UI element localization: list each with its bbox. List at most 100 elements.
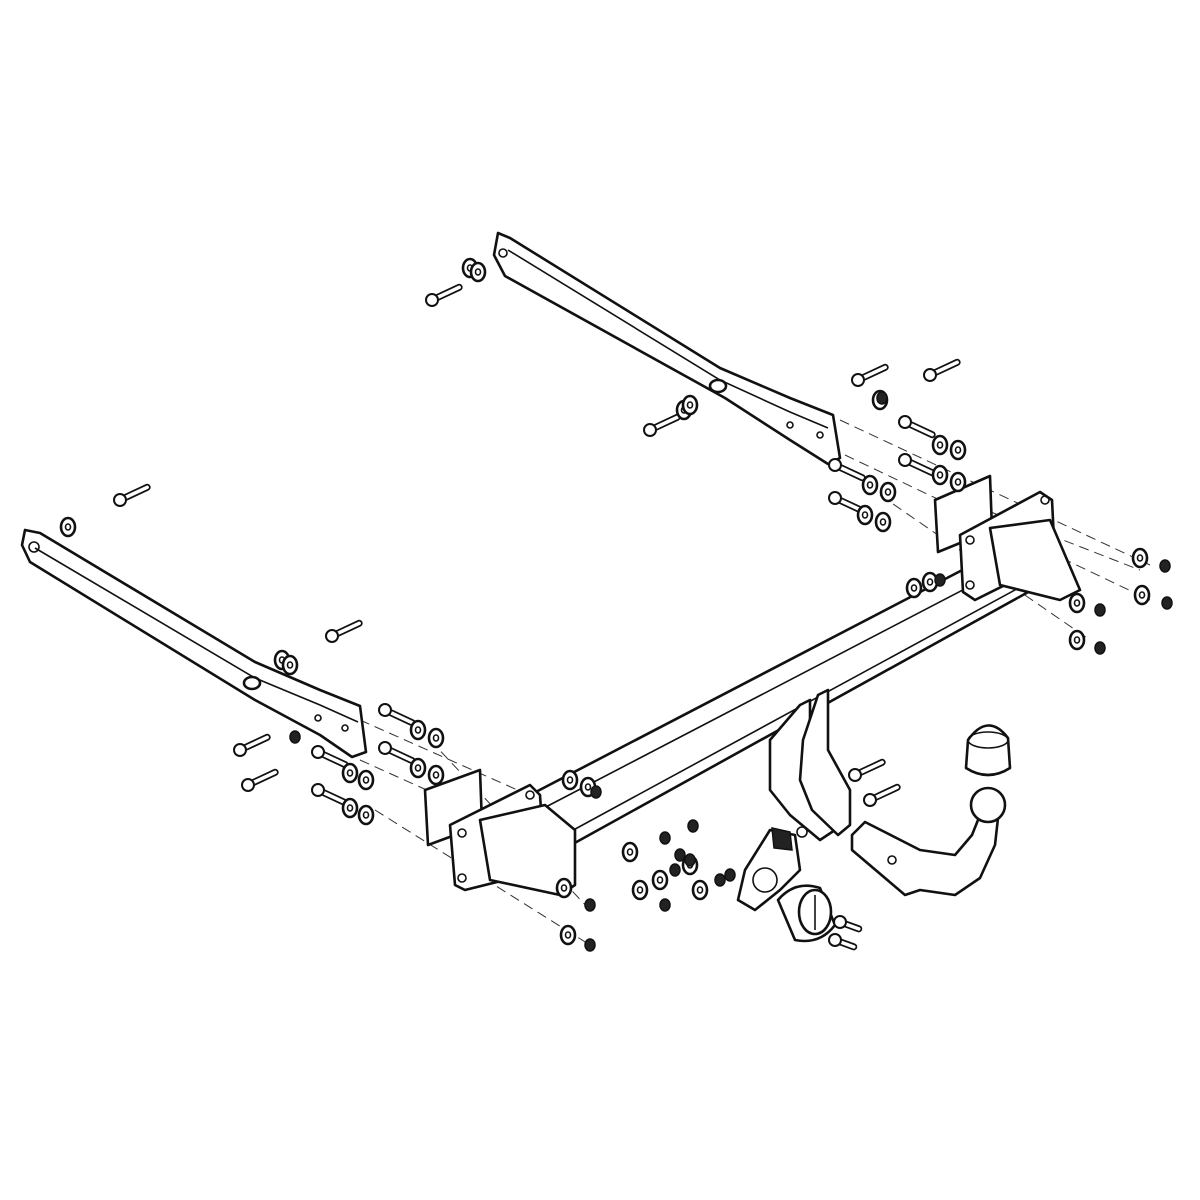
washer-hole-icon [584, 783, 592, 791]
right-mounting-plate [958, 490, 1082, 602]
nut-icon [289, 730, 301, 744]
bolt-icon [378, 741, 416, 765]
washer-hole-icon [879, 518, 887, 526]
washer-hole-icon [696, 886, 704, 894]
washer-hole-icon [346, 804, 354, 812]
washer-hole-icon [414, 764, 422, 772]
washer-hole-icon [656, 876, 664, 884]
washer-icon [409, 757, 427, 779]
washer-hole-icon [910, 584, 918, 592]
washer-hole-icon [362, 811, 370, 819]
washer-hole-icon [414, 726, 422, 734]
bolt-icon [851, 363, 889, 387]
washer-icon [427, 764, 445, 786]
washer-hole-icon [1073, 636, 1081, 644]
upper-side-bracket [492, 231, 842, 466]
nut-icon [659, 898, 671, 912]
washer-icon [931, 464, 949, 486]
drop-plates [768, 688, 852, 842]
washer-hole-icon [286, 661, 294, 669]
washer-icon [621, 841, 639, 863]
washer-icon [874, 511, 892, 533]
washer-hole-icon [926, 578, 934, 586]
washer-icon [469, 261, 487, 283]
nut-icon [590, 785, 602, 799]
bolt-icon [833, 915, 863, 933]
washer-hole-icon [954, 446, 962, 454]
washer-hole-icon [936, 441, 944, 449]
bolt-icon [241, 768, 279, 792]
nut-icon [714, 873, 726, 887]
nut-icon [934, 573, 946, 587]
nut-icon [674, 848, 686, 862]
nut-icon [584, 938, 596, 952]
bolt-icon [828, 933, 858, 951]
washer-icon [427, 727, 445, 749]
washer-icon [281, 654, 299, 676]
washer-hole-icon [636, 886, 644, 894]
washer-icon [931, 434, 949, 456]
washer-icon [341, 762, 359, 784]
washer-icon [691, 879, 709, 901]
bolt-icon [898, 415, 936, 439]
washer-icon [879, 481, 897, 503]
washer-icon [861, 474, 879, 496]
washer-icon [856, 504, 874, 526]
washer-hole-icon [362, 776, 370, 784]
washer-icon [949, 439, 967, 461]
washer-hole-icon [566, 776, 574, 784]
washer-hole-icon [1136, 554, 1144, 562]
washer-icon [631, 879, 649, 901]
washer-hole-icon [1138, 591, 1146, 599]
bolt-icon [898, 453, 936, 477]
washer-hole-icon [432, 734, 440, 742]
washer-icon [559, 924, 577, 946]
washer-icon [1068, 592, 1086, 614]
bolt-icon [311, 745, 349, 769]
nut-icon [1094, 641, 1106, 655]
nut-icon [1161, 596, 1173, 610]
washer-hole-icon [936, 471, 944, 479]
bolt-icon [311, 783, 349, 807]
bolt-icon [378, 703, 416, 727]
ball-cap [964, 724, 1012, 777]
washer-hole-icon [1073, 599, 1081, 607]
nut-icon [684, 853, 696, 867]
bolt-icon [828, 491, 866, 515]
bolt-icon [113, 483, 151, 507]
fasteners [59, 257, 1173, 952]
bolt-icon [828, 458, 866, 482]
nut-icon [724, 868, 736, 882]
washer-hole-icon [686, 401, 694, 409]
bolt-icon [923, 358, 961, 382]
socket-bracket [736, 827, 802, 912]
washer-icon [905, 577, 923, 599]
washer-icon [357, 804, 375, 826]
washer-icon [651, 869, 669, 891]
washer-icon [409, 719, 427, 741]
washer-icon [59, 516, 77, 538]
washer-hole-icon [866, 481, 874, 489]
washer-icon [555, 877, 573, 899]
washer-icon [1068, 629, 1086, 651]
bolt-icon [233, 733, 271, 757]
nut-icon [1159, 559, 1171, 573]
washer-icon [561, 769, 579, 791]
washer-hole-icon [626, 848, 634, 856]
washer-hole-icon [564, 931, 572, 939]
bolt-icon [863, 783, 901, 807]
tow-ball-neck [850, 786, 1007, 897]
washer-icon [949, 471, 967, 493]
bolt-icon [848, 758, 886, 782]
bolt-icon [425, 283, 463, 307]
washer-icon [681, 394, 699, 416]
washer-icon [1131, 547, 1149, 569]
left-mounting-plate [448, 783, 577, 897]
washer-hole-icon [560, 884, 568, 892]
bolt-icon [643, 413, 681, 437]
nut-icon [876, 391, 888, 405]
nut-icon [584, 898, 596, 912]
washer-icon [341, 797, 359, 819]
left-side-bracket [20, 528, 368, 759]
